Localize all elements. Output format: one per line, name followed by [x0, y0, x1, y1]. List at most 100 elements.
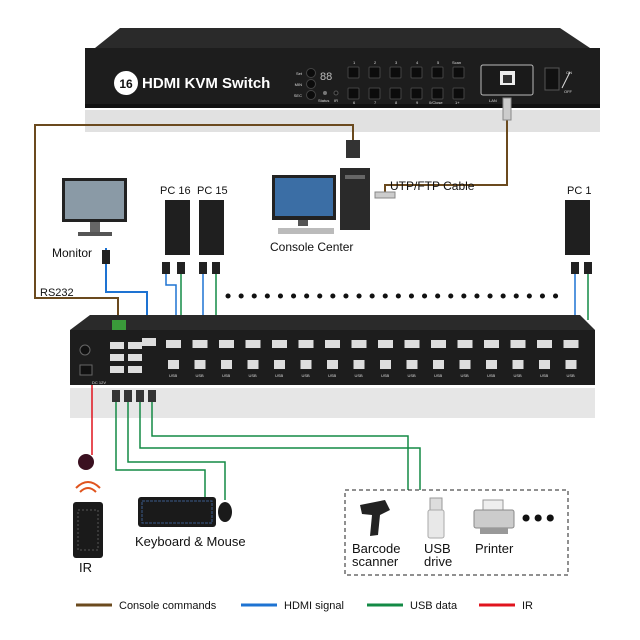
hdmi-port[interactable] [351, 340, 367, 348]
set-button[interactable] [306, 68, 316, 78]
svg-text:ON: ON [566, 70, 572, 75]
usb-b-port[interactable] [327, 360, 338, 369]
hdmi-port[interactable] [245, 340, 261, 348]
sec-button[interactable] [306, 90, 316, 100]
monitor-icon [62, 178, 127, 236]
key-8[interactable]: 8 [389, 87, 402, 105]
hdmi-port[interactable] [166, 340, 181, 348]
hdmi-port[interactable] [192, 340, 208, 348]
hdmi-port[interactable] [563, 340, 579, 348]
usb-b-port[interactable] [512, 360, 524, 369]
svg-text:1+: 1+ [455, 100, 460, 105]
ir-label: IR [79, 560, 92, 575]
keyboard-mouse-label: Keyboard & Mouse [135, 534, 246, 549]
pc-port-column: USB [192, 340, 208, 378]
ir-signal-icon [75, 481, 101, 493]
svg-text:6: 6 [353, 100, 356, 105]
hdmi-port[interactable] [484, 340, 499, 348]
label-min: MIN [295, 82, 302, 87]
key-scan[interactable]: Scan [452, 60, 465, 79]
hdmi-port[interactable] [510, 340, 526, 348]
monitor-label: Monitor [52, 246, 92, 260]
key-1[interactable]: 1 [347, 60, 360, 79]
db9-connector-icon [346, 140, 360, 158]
usb-port-label: USB [275, 373, 284, 378]
key-1-plus[interactable]: 1+ [452, 87, 465, 105]
console-hdmi-port[interactable] [142, 338, 156, 346]
pc-port-column: USB [510, 340, 526, 378]
hdmi-plug-icon [102, 250, 110, 264]
svg-text:3: 3 [395, 60, 398, 65]
barcode-label-1: Barcode [352, 541, 400, 556]
usb-b-port[interactable] [433, 360, 444, 369]
usb-b-port[interactable] [300, 360, 312, 369]
console-usb-ports[interactable] [110, 342, 142, 373]
pc-port-column: USB [457, 340, 473, 378]
key-5[interactable]: 5 [431, 60, 444, 79]
hdmi-port[interactable] [378, 340, 393, 348]
console-command-cables [34, 100, 508, 318]
hdmi-port[interactable] [325, 340, 340, 348]
hdmi-port[interactable] [457, 340, 473, 348]
usb-b-port[interactable] [221, 360, 232, 369]
rs232-terminal[interactable] [112, 320, 126, 330]
usb-b-port[interactable] [539, 360, 550, 369]
ir-remote-icon [73, 502, 103, 558]
usb-port-label: USB [169, 373, 178, 378]
usb-plugs [112, 390, 156, 402]
ir-sensor [333, 90, 339, 96]
power-switch[interactable]: ON OFF [544, 67, 573, 94]
usb-b-port[interactable] [274, 360, 285, 369]
pc15-label: PC 15 [197, 185, 228, 197]
usb-b-port[interactable] [353, 360, 365, 369]
badge-number: 16 [119, 77, 133, 91]
printer-icon [473, 499, 515, 534]
usb-b-port[interactable] [565, 360, 577, 369]
pc-port-column: USB [166, 340, 181, 378]
hdmi-port[interactable] [219, 340, 234, 348]
key-7[interactable]: 7 [368, 87, 381, 105]
dc-label: DC 12V [92, 380, 106, 385]
pc-port-column: USB [245, 340, 261, 378]
pc-port-column: USB [404, 340, 420, 378]
status-label: Status [318, 98, 329, 103]
usb-port-label: USB [434, 373, 443, 378]
pc15-tower-icon [199, 200, 224, 255]
usb-port-label: USB [249, 373, 258, 378]
status-led [323, 91, 327, 95]
usb-port-label: USB [302, 373, 311, 378]
badge-16-icon [114, 71, 138, 95]
pc-port-column: USB [431, 340, 446, 378]
usb-port-label: USB [328, 373, 337, 378]
usb-b-port[interactable] [459, 360, 471, 369]
segment-display: 88 [320, 71, 332, 83]
lan-port[interactable] [480, 64, 534, 96]
label-sec: SEC [294, 93, 302, 98]
hdmi-port[interactable] [404, 340, 420, 348]
usb-b-port[interactable] [380, 360, 391, 369]
usb-b-port[interactable] [168, 360, 179, 369]
svg-text:4: 4 [416, 60, 419, 65]
min-button[interactable] [306, 79, 316, 89]
usb-b-port[interactable] [406, 360, 418, 369]
svg-text:7: 7 [374, 100, 377, 105]
hdmi-port[interactable] [537, 340, 552, 348]
rs232-label: RS232 [40, 287, 74, 299]
usb-port-label: USB [355, 373, 364, 378]
key-9[interactable]: 9 [410, 87, 423, 105]
pc16-tower-icon [165, 200, 190, 255]
key-6[interactable]: 6 [347, 87, 360, 105]
key-3[interactable]: 3 [389, 60, 402, 79]
hdmi-port[interactable] [272, 340, 287, 348]
key-0-close[interactable]: 0/Close [429, 87, 444, 105]
key-2[interactable]: 2 [368, 60, 381, 79]
usb-b-port[interactable] [486, 360, 497, 369]
usb-b-port[interactable] [194, 360, 206, 369]
usb-b-port[interactable] [247, 360, 259, 369]
hdmi-port[interactable] [298, 340, 314, 348]
hdmi-port[interactable] [431, 340, 446, 348]
legend-label-hdmi: HDMI signal [284, 600, 344, 612]
key-4[interactable]: 4 [410, 60, 423, 79]
